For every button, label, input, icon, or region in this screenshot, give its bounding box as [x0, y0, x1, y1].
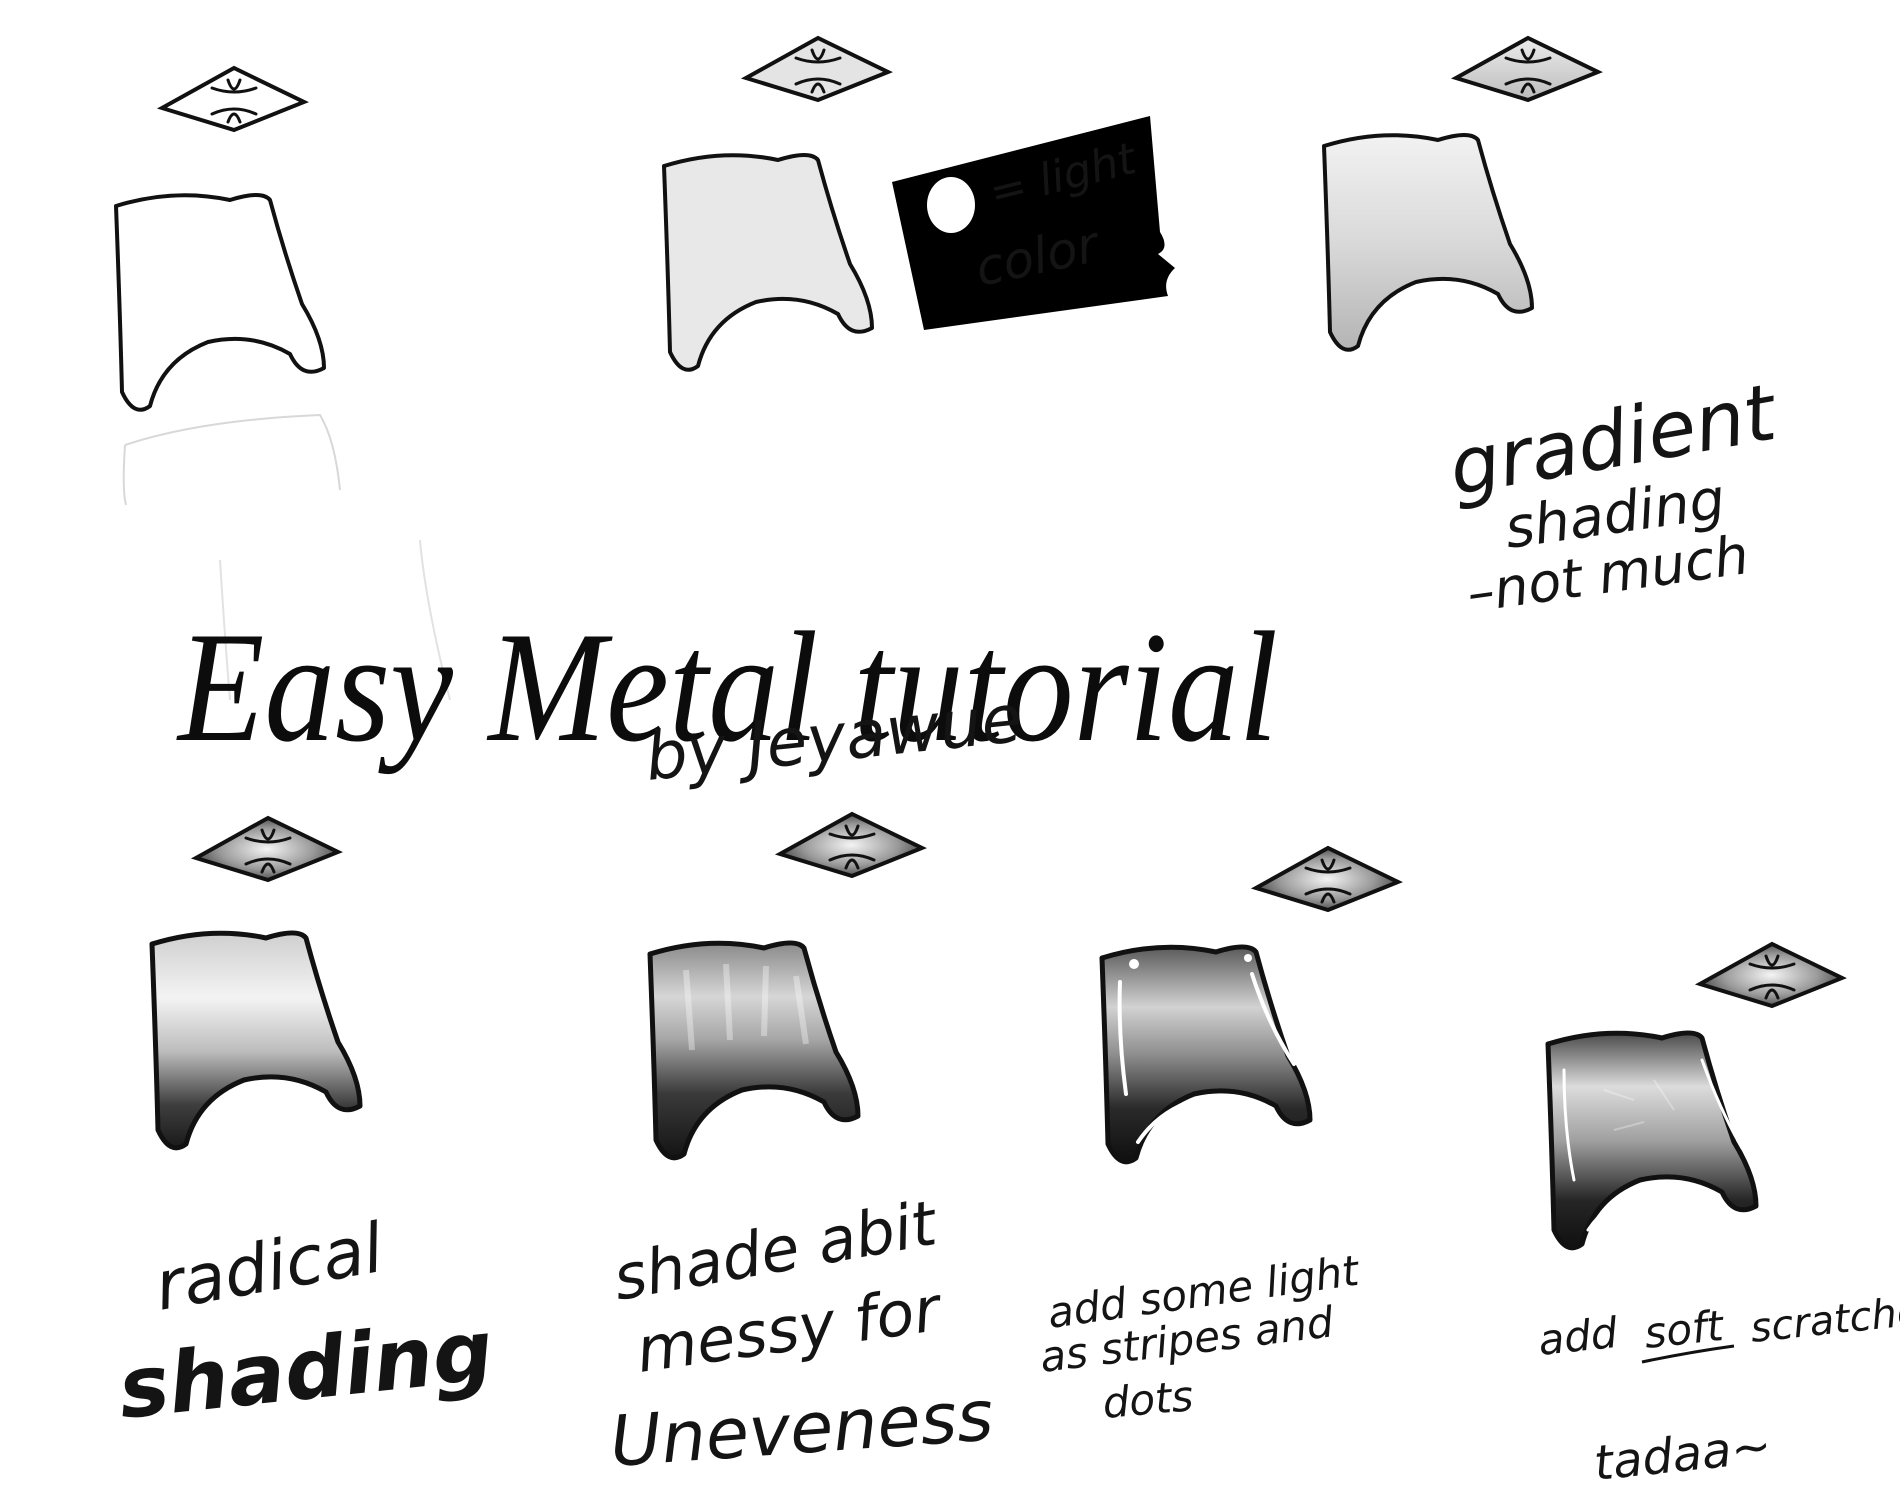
scratches-caption-suffix: scratches: [1748, 1286, 1900, 1352]
messy-streaks: [683, 963, 809, 1051]
final-caption: tadaa~: [1591, 1418, 1774, 1492]
gem-gradient: [1454, 36, 1600, 102]
plate-messy: [650, 943, 858, 1158]
note-background: [892, 116, 1175, 330]
step-flat-color: = light color: [662, 36, 1175, 372]
plate-gradient: [1322, 133, 1534, 352]
radical-caption-line-1: radical: [149, 1209, 389, 1327]
gem-messy: [778, 812, 924, 878]
plate-stripes: [1102, 947, 1310, 1162]
page-title: Easy Metal tutorial: [176, 600, 1278, 775]
scratches-caption: add soft scratches: [1536, 1286, 1900, 1365]
plate-radical: [152, 933, 360, 1148]
plate-outline: [114, 193, 326, 412]
light-stripes: [1117, 972, 1296, 1144]
ghost-sketch-lines: [122, 413, 341, 506]
title-block: Easy Metal tutorial by Jeyawue: [176, 600, 1278, 796]
step-stripes: add some light as stripes and dots: [1037, 846, 1400, 1428]
gem-stripes: [1254, 846, 1400, 912]
gradient-caption: gradient shading –not much: [1443, 368, 1785, 625]
plate-flat: [662, 153, 874, 372]
plate-final: [1548, 1033, 1756, 1248]
step-gradient: gradient shading –not much: [1322, 36, 1785, 625]
light-color-swatch: [927, 177, 975, 233]
ghost-sketch-lines-2: [219, 539, 451, 701]
step-final: add soft scratches tadaa~: [1536, 942, 1900, 1492]
light-dot: [1244, 954, 1252, 962]
gem-outline: [160, 66, 306, 132]
soft-scratches: [1562, 1058, 1744, 1232]
gem-flat: [744, 36, 890, 102]
light-dot: [1129, 959, 1139, 969]
step-radical: radical shading: [114, 816, 497, 1438]
gem-radical: [194, 816, 340, 882]
step-messy: shade abit messy for Uneveness: [607, 812, 996, 1483]
emphasis-underline: [1641, 1344, 1735, 1364]
scratches-caption-prefix: add: [1536, 1308, 1620, 1365]
stripes-caption-line-3: dots: [1101, 1371, 1196, 1428]
gem-final: [1698, 942, 1844, 1008]
step-outline: [114, 66, 451, 701]
light-color-note: = light color: [892, 116, 1175, 330]
scratch-marks: [1603, 1079, 1675, 1131]
messy-caption-line-3: Uneveness: [607, 1374, 995, 1483]
